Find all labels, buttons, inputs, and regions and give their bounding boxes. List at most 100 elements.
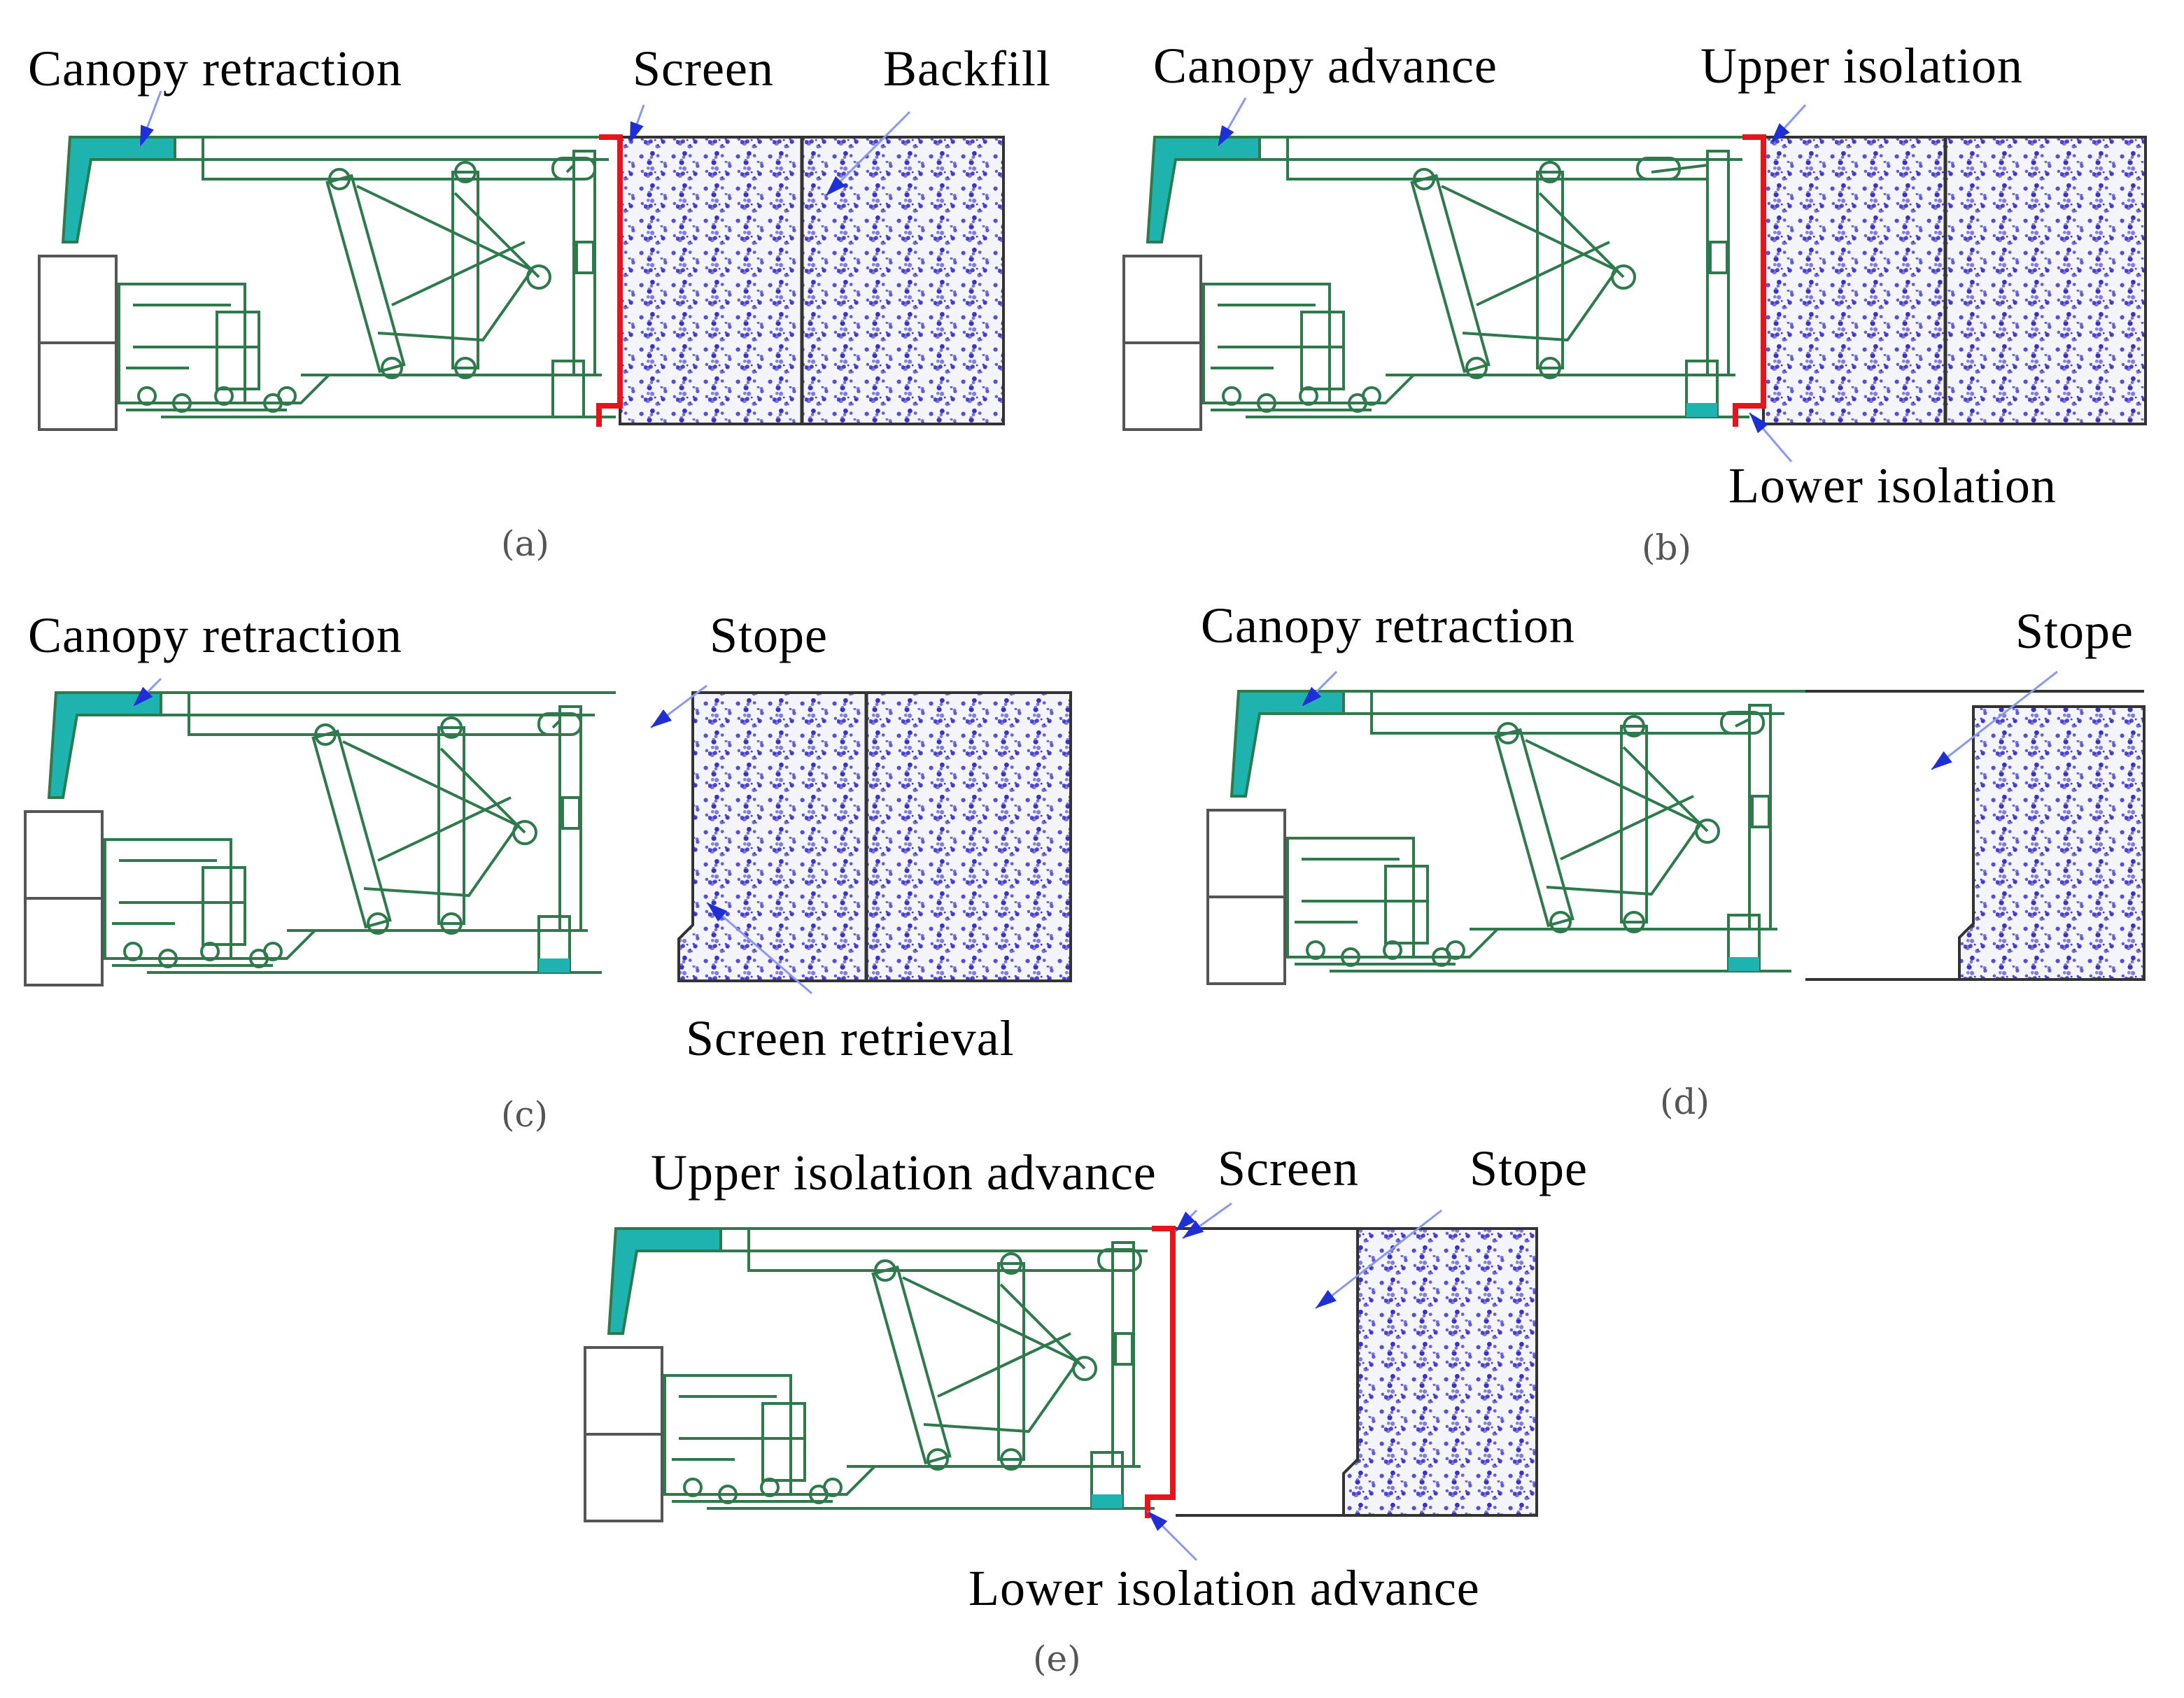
drive-detail (1211, 304, 1344, 369)
rear-leg-pin (440, 912, 463, 935)
label-lower-isolation-b: Lower isolation (1728, 458, 2057, 514)
canopy-hinge (747, 1229, 819, 1272)
drive-detail (672, 1395, 805, 1461)
rear-leg (451, 171, 479, 369)
front-leg (325, 174, 406, 374)
linkage (1441, 185, 1625, 342)
arrow-stope-e-head (1316, 1289, 1337, 1308)
rear-canopy (259, 719, 561, 736)
label-lower-isolation-advance-e: Lower isolation advance (968, 1560, 1480, 1616)
panel-e (584, 1202, 1538, 1562)
drive-wheel (760, 1478, 780, 1497)
conveyor-box-bottom (1206, 896, 1286, 985)
canopy-tip (47, 691, 162, 799)
label-canopy-retraction-a: Canopy retraction (28, 41, 402, 97)
void-lines-e (1176, 1227, 1358, 1517)
rear-canopy (1442, 718, 1750, 735)
panel-c (24, 677, 1072, 995)
drive-motor (1384, 865, 1429, 944)
conveyor-box-top (38, 255, 118, 344)
arrow-screen-e-head (1183, 1220, 1204, 1238)
screen-b (1733, 134, 1766, 427)
linkage-pin (1072, 1356, 1097, 1381)
conveyor-box-bottom (24, 897, 104, 986)
drive-detail (112, 859, 245, 925)
rear-canopy (819, 1257, 1114, 1272)
drive-unit (1202, 283, 1331, 404)
caption-e: (e) (1033, 1639, 1081, 1679)
drive-wheel (1306, 940, 1325, 960)
drive-wheel (1222, 386, 1241, 406)
backfill-block-a (619, 136, 1005, 425)
conveyor-box-bottom (1122, 341, 1202, 431)
rear-leg (1536, 171, 1564, 369)
drive-wheel (1299, 386, 1318, 406)
front-leg (311, 729, 392, 929)
arrow-retrieval-c-head (707, 903, 728, 922)
screen-e (1145, 1226, 1176, 1518)
conveyor-box-top (1122, 255, 1202, 344)
drive-wheel (1362, 386, 1381, 406)
stope-block-e (1342, 1227, 1538, 1517)
canopy-hinge (202, 137, 273, 181)
linkage (1525, 739, 1709, 896)
tail-jack (1097, 1248, 1142, 1272)
drive-wheel (137, 386, 157, 406)
drive-unit (104, 838, 232, 960)
arrow-screen-a-head (630, 121, 644, 143)
rear-leg-pin (1000, 1448, 1022, 1471)
rear-leg (437, 726, 465, 925)
rear-leg-pin (1623, 715, 1645, 737)
linkage (342, 740, 526, 898)
arrow-canopy-d-head (1302, 686, 1322, 707)
stope-block-d (1958, 705, 2146, 981)
front-leg-pin (381, 357, 403, 379)
linkage (902, 1276, 1086, 1434)
rear-leg-pin (440, 716, 463, 739)
rear-leg-pin (1539, 161, 1561, 183)
drive-wheel (823, 1478, 843, 1497)
lower-isolation-cyan (1686, 403, 1717, 417)
label-upper-isolation-b: Upper isolation (1700, 38, 2023, 94)
conveyor-box-top (24, 810, 104, 900)
drive-wheel (1446, 940, 1465, 960)
label-stope-c: Stope (710, 607, 829, 663)
canopy-beam (1258, 136, 1763, 161)
rear-leg (997, 1262, 1025, 1461)
drive-wheel (123, 942, 143, 961)
lower-isolation-cyan (1728, 957, 1759, 971)
arrow-canopy-a-head (140, 125, 154, 147)
arrow-retrieval-c-leader (706, 901, 812, 995)
conveyor-box-top (1206, 809, 1286, 898)
arrow-upper-b-head (1770, 123, 1790, 143)
arrow-stope-d-leader (1931, 670, 2058, 771)
drive-unit (1286, 837, 1415, 958)
canopy-tip (61, 136, 176, 243)
drive-unit (663, 1374, 792, 1496)
drive-motor (202, 866, 246, 946)
lower-isolation-cyan (539, 958, 570, 972)
screen-a (596, 134, 623, 427)
drive-wheel (200, 942, 220, 961)
lower-isolation-cyan (1092, 1494, 1122, 1508)
canopy-beam (174, 136, 630, 161)
canopy-beam (160, 691, 616, 716)
front-leg-pin (927, 1448, 949, 1471)
drive-unit (118, 283, 246, 404)
label-screen-e: Screen (1218, 1140, 1359, 1196)
label-canopy-retraction-c: Canopy retraction (28, 607, 402, 663)
linkage-pin (1695, 819, 1720, 844)
label-screen-retrieval-c: Screen retrieval (686, 1010, 1015, 1066)
arrow-lower-e-head (1148, 1511, 1168, 1531)
front-leg-pin (1549, 911, 1572, 933)
rear-post-valve (1709, 241, 1728, 274)
rear-leg (1620, 725, 1648, 924)
label-stope-e: Stope (1470, 1140, 1588, 1196)
label-backfill-a: Backfill (883, 41, 1051, 97)
conveyor-box-bottom (38, 341, 118, 431)
caption-b: (b) (1642, 528, 1692, 568)
backfill-block-b (1762, 136, 2147, 425)
arrow-upper-e-head (1176, 1211, 1196, 1231)
canopy-hinge (1286, 137, 1358, 181)
drive-motor (1300, 311, 1345, 390)
